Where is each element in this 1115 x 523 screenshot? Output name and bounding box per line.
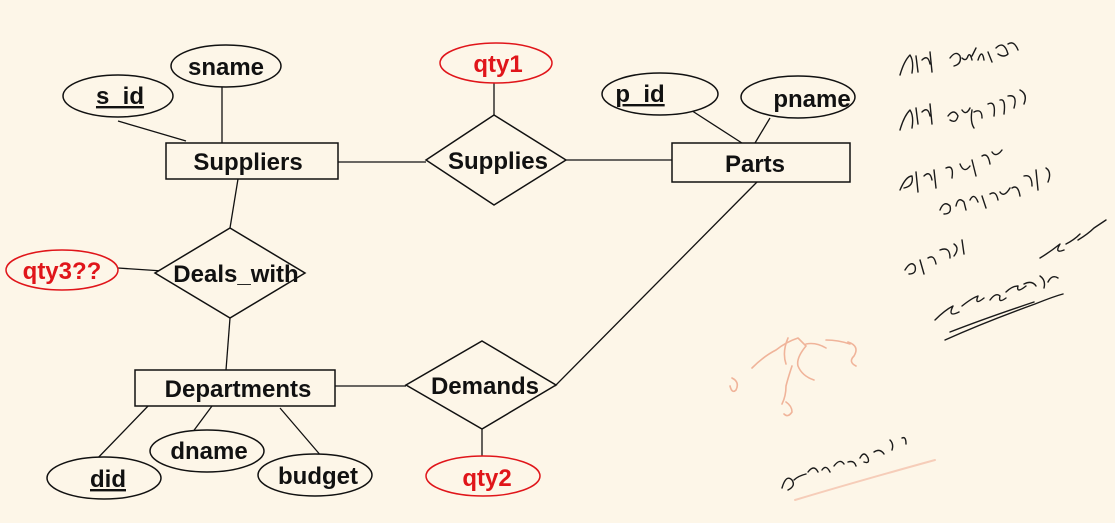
edge-departments-budget <box>279 407 323 458</box>
attr-qty1: qty1 <box>439 42 553 84</box>
attr-s-id-label: s_id <box>96 83 144 110</box>
attr-did-label: did <box>90 466 126 493</box>
relationship-demands-label: Demands <box>431 373 539 400</box>
attr-s-id: s_id <box>62 74 174 118</box>
attr-qty3: qty3?? <box>5 249 119 291</box>
edge-departments-did <box>92 403 151 464</box>
attr-sname: sname <box>170 44 282 88</box>
entity-suppliers-label: Suppliers <box>193 149 302 176</box>
relationship-demands: Demands <box>404 340 558 430</box>
entity-parts-label: Parts <box>725 151 785 178</box>
edge-demands-parts <box>554 181 758 387</box>
edge-sid-suppliers <box>117 120 187 142</box>
entity-parts: Parts <box>671 142 851 183</box>
attr-did: did <box>46 456 162 500</box>
attr-budget-label: budget <box>278 463 358 490</box>
edge-pname-parts <box>754 117 771 144</box>
entity-suppliers: Suppliers <box>165 142 339 180</box>
edge-dealswith-departments <box>225 317 231 371</box>
relationship-supplies: Supplies <box>424 114 568 206</box>
attr-p-id: p_id <box>601 72 719 116</box>
relationship-deals-with: Deals_with <box>153 227 307 319</box>
attr-dname: dname <box>149 429 265 473</box>
entity-departments-label: Departments <box>165 376 312 403</box>
attr-dname-label: dname <box>170 438 247 465</box>
attr-qty2-label: qty2 <box>462 465 511 492</box>
handwritten-notes <box>729 42 1107 501</box>
attr-pname: pname <box>740 75 856 119</box>
attr-p-id-label: p_id <box>615 81 664 108</box>
relationship-supplies-label: Supplies <box>448 148 548 175</box>
edge-suppliers-dealswith <box>229 178 239 229</box>
edge-departments-dname <box>191 405 213 434</box>
entity-departments: Departments <box>134 369 336 407</box>
attr-pname-label: pname <box>773 86 850 113</box>
attr-budget: budget <box>257 453 373 497</box>
attr-qty2: qty2 <box>425 455 541 497</box>
attr-sname-label: sname <box>188 54 264 81</box>
relationship-deals-with-label: Deals_with <box>173 261 298 288</box>
attr-qty3-label: qty3?? <box>23 258 102 285</box>
edge-qty3-dealswith <box>117 267 164 272</box>
attr-qty1-label: qty1 <box>473 51 522 78</box>
